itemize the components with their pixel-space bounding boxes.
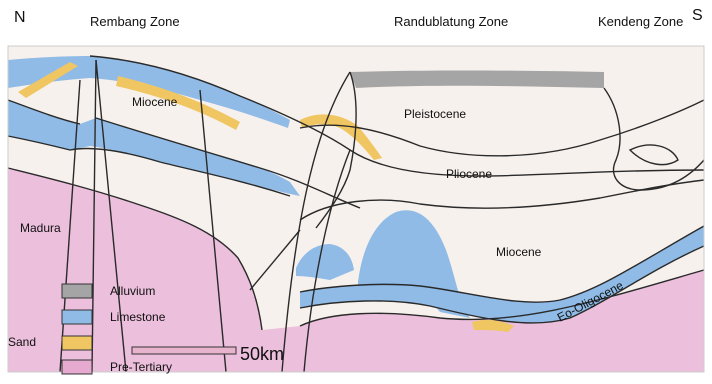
unit-label-pliocene: Pliocene [446,167,492,181]
unit-label-miocene-north: Miocene [132,95,178,109]
south-label: S [692,7,703,24]
legend-label-pre-tertiary: Pre-Tertiary [110,360,172,374]
alluvium-cap [350,71,604,89]
unit-label-madura: Madura [20,221,61,235]
legend-swatch-limestone [62,310,92,324]
scale-label: 50km [240,344,284,364]
legend-label-limestone: Limestone [110,310,166,324]
legend-label-sand: Sand [8,335,36,349]
scale-bar [132,347,236,354]
legend-swatch-sand [62,336,92,350]
zone-label-kendeng: Kendeng Zone [598,14,683,29]
legend-swatch-pre-tertiary [62,360,92,374]
legend-swatch-alluvium [62,284,92,298]
unit-label-pleistocene: Pleistocene [404,107,466,121]
zone-label-randublatung: Randublatung Zone [394,14,508,29]
zone-label-rembang: Rembang Zone [90,14,180,29]
legend-label-alluvium: Alluvium [110,284,155,298]
unit-label-miocene-south: Miocene [496,245,542,259]
north-label: N [14,9,26,26]
